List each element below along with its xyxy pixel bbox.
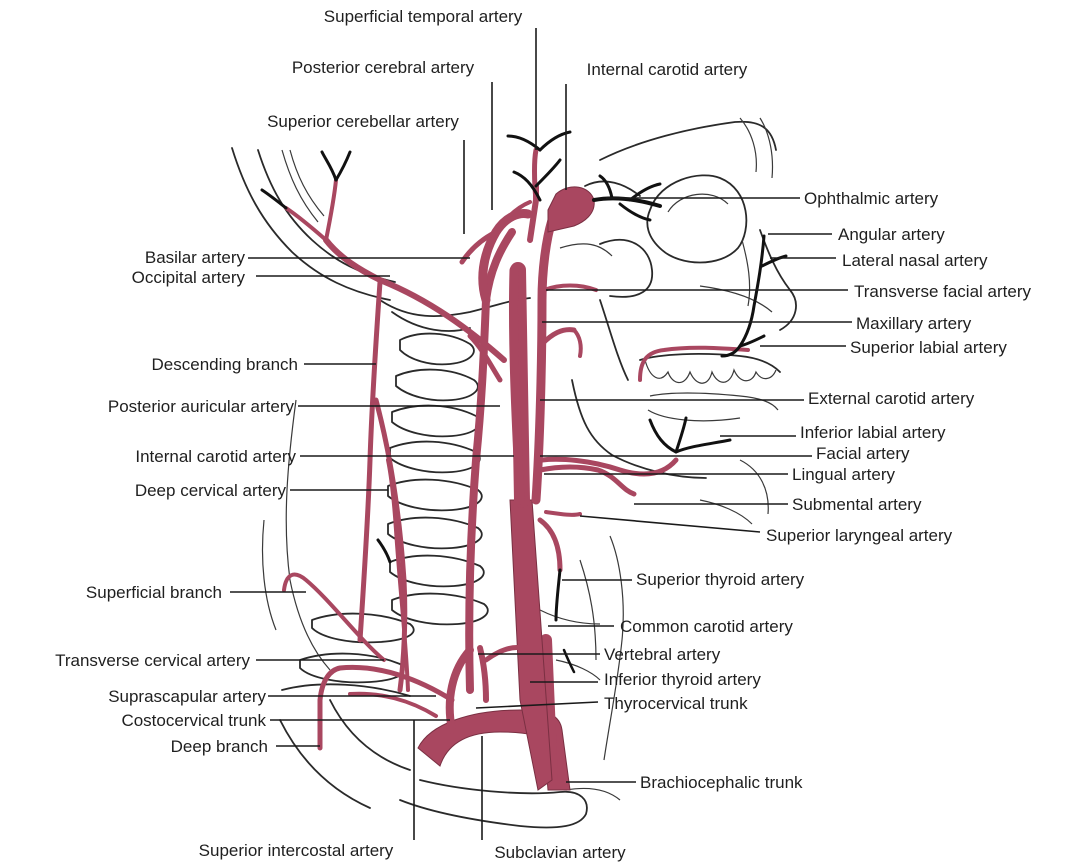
label-superior-intercostal-artery: Superior intercostal artery — [199, 841, 394, 860]
label-superior-cerebellar-artery: Superior cerebellar artery — [267, 112, 459, 131]
label-lingual-artery: Lingual artery — [792, 465, 896, 484]
label-subclavian-artery: Subclavian artery — [494, 843, 626, 862]
label-basilar-artery: Basilar artery — [145, 248, 246, 267]
label-posterior-cerebral-artery: Posterior cerebral artery — [292, 58, 475, 77]
label-brachiocephalic-trunk: Brachiocephalic trunk — [640, 773, 803, 792]
label-facial-artery: Facial artery — [816, 444, 910, 463]
label-external-carotid-artery: External carotid artery — [808, 389, 975, 408]
label-superior-labial-artery: Superior labial artery — [850, 338, 1007, 357]
label-superficial-temporal-artery: Superficial temporal artery — [324, 7, 523, 26]
label-maxillary-artery: Maxillary artery — [856, 314, 972, 333]
label-occipital-artery: Occipital artery — [132, 268, 246, 287]
label-thyrocervical-trunk: Thyrocervical trunk — [604, 694, 748, 713]
label-transverse-cervical-artery: Transverse cervical artery — [55, 651, 250, 670]
label-deep-cervical-artery: Deep cervical artery — [135, 481, 287, 500]
label-common-carotid-artery: Common carotid artery — [620, 617, 793, 636]
label-descending-branch: Descending branch — [152, 355, 298, 374]
label-inferior-thyroid-artery: Inferior thyroid artery — [604, 670, 761, 689]
label-angular-artery: Angular artery — [838, 225, 945, 244]
label-deep-branch: Deep branch — [171, 737, 268, 756]
label-transverse-facial-artery: Transverse facial artery — [854, 282, 1031, 301]
label-superficial-branch: Superficial branch — [86, 583, 222, 602]
label-ophthalmic-artery: Ophthalmic artery — [804, 189, 939, 208]
label-costocervical-trunk: Costocervical trunk — [121, 711, 266, 730]
label-submental-artery: Submental artery — [792, 495, 922, 514]
label-superior-laryngeal-artery: Superior laryngeal artery — [766, 526, 953, 545]
label-inferior-labial-artery: Inferior labial artery — [800, 423, 946, 442]
label-internal-carotid-artery-top: Internal carotid artery — [587, 60, 748, 79]
label-posterior-auricular-artery: Posterior auricular artery — [108, 397, 295, 416]
label-lateral-nasal-artery: Lateral nasal artery — [842, 251, 988, 270]
label-vertebral-artery: Vertebral artery — [604, 645, 721, 664]
label-suprascapular-artery: Suprascapular artery — [108, 687, 266, 706]
label-internal-carotid-artery-mid: Internal carotid artery — [135, 447, 296, 466]
label-superior-thyroid-artery: Superior thyroid artery — [636, 570, 805, 589]
